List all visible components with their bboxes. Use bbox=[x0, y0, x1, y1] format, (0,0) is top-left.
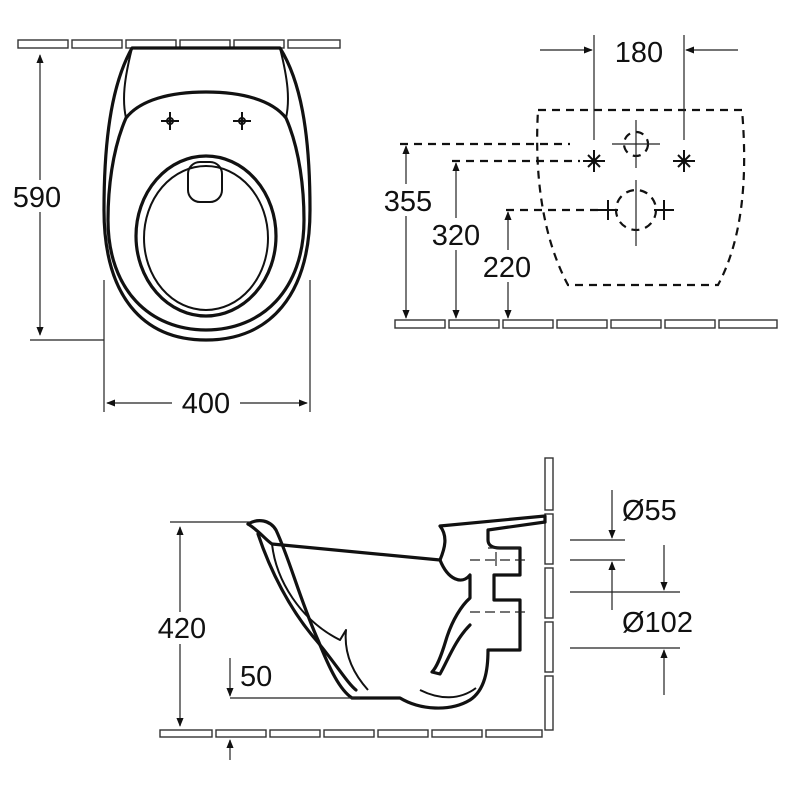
bowl-inner-front bbox=[271, 543, 369, 691]
bowl-side-outline bbox=[246, 519, 547, 710]
upper-fixing-height-dimension: 355 bbox=[376, 145, 438, 319]
bowl-opening-outer bbox=[134, 154, 278, 318]
lower-fixing-height-dimension: 220 bbox=[474, 211, 540, 319]
rim-outline bbox=[106, 90, 306, 332]
bowl-inner-wall bbox=[256, 532, 358, 692]
width-label: 400 bbox=[182, 388, 230, 420]
bowl-rim-top bbox=[246, 514, 547, 562]
bowl-opening-inner bbox=[143, 165, 269, 311]
outlet-drop-dimension: 50 bbox=[226, 658, 360, 760]
top-view: 590 400 bbox=[6, 39, 341, 420]
bowl-back-edge bbox=[123, 47, 289, 119]
hinge-marks bbox=[161, 112, 251, 130]
length-label: 590 bbox=[13, 182, 61, 214]
wall-view: 180 355 320 220 bbox=[376, 35, 778, 329]
outlet-diameter-dimension: Ø102 bbox=[570, 545, 693, 695]
top-view-wall bbox=[17, 39, 341, 49]
wall-view-floor bbox=[394, 319, 778, 329]
inlet-height-label: 320 bbox=[432, 220, 480, 252]
side-view-wall bbox=[544, 457, 554, 731]
side-view-floor bbox=[159, 729, 543, 738]
outlet-diameter-label: Ø102 bbox=[622, 607, 693, 639]
hidden-bowl-outline bbox=[536, 108, 746, 287]
bowl-trap-inner bbox=[419, 687, 477, 699]
bowl-outline bbox=[102, 46, 312, 342]
upper-fixing-holes bbox=[583, 150, 695, 172]
inlet-hole bbox=[612, 120, 660, 168]
outlet-drop-label: 50 bbox=[240, 661, 272, 693]
width-dimension: 400 bbox=[103, 280, 311, 420]
height-label: 420 bbox=[158, 613, 206, 645]
inlet-diameter-dimension: Ø55 bbox=[570, 490, 677, 610]
side-view: 420 50 Ø55 Ø102 bbox=[150, 457, 693, 760]
bowl-trap bbox=[430, 558, 472, 676]
inlet-height-dimension: 320 bbox=[424, 162, 488, 319]
flush-opening bbox=[187, 161, 223, 203]
length-dimension: 590 bbox=[6, 54, 104, 341]
lower-fixing-height-label: 220 bbox=[483, 252, 531, 284]
lower-fixing-holes bbox=[598, 180, 674, 246]
upper-fixing-height-label: 355 bbox=[384, 186, 432, 218]
inlet-diameter-label: Ø55 bbox=[622, 495, 677, 527]
fixing-spacing-dimension: 180 bbox=[540, 35, 738, 140]
fixing-spacing-label: 180 bbox=[615, 37, 663, 69]
height-dimension: 420 bbox=[150, 521, 250, 727]
